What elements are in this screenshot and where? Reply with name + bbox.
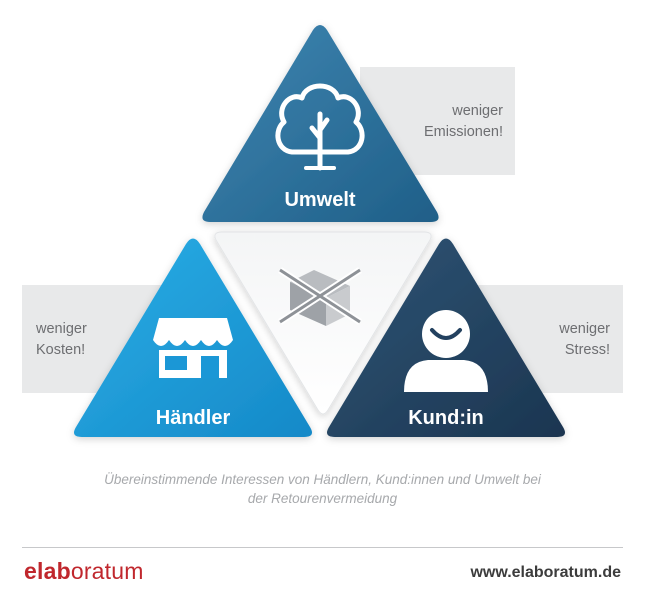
store-icon	[153, 318, 233, 378]
caption-line-1: Übereinstimmende Interessen von Händlern…	[104, 472, 541, 487]
note-top-line1: weniger	[451, 103, 503, 119]
right-label: Kund:in	[408, 407, 484, 429]
note-right-line1: weniger	[558, 321, 610, 337]
person-icon	[404, 310, 488, 392]
footer-divider	[22, 547, 623, 548]
caption-line-2: der Retourenvermeidung	[247, 491, 398, 506]
top-label: Umwelt	[284, 189, 355, 211]
brand-part-2: oratum	[70, 558, 144, 584]
brand-logo: elaboratum	[24, 558, 144, 585]
note-top-line2: Emissionen!	[424, 124, 503, 140]
website-url[interactable]: www.elaboratum.de	[470, 564, 621, 581]
diagram-caption: Übereinstimmende Interessen von Händlern…	[60, 470, 585, 508]
note-left-line2: Kosten!	[36, 342, 85, 358]
left-label: Händler	[156, 407, 231, 429]
tree-icon	[275, 83, 365, 171]
crossed-out-package-icon	[278, 267, 362, 326]
brand-part-1: elab	[24, 558, 71, 584]
note-right-line2: Stress!	[565, 342, 610, 358]
note-left-line1: weniger	[35, 321, 87, 337]
